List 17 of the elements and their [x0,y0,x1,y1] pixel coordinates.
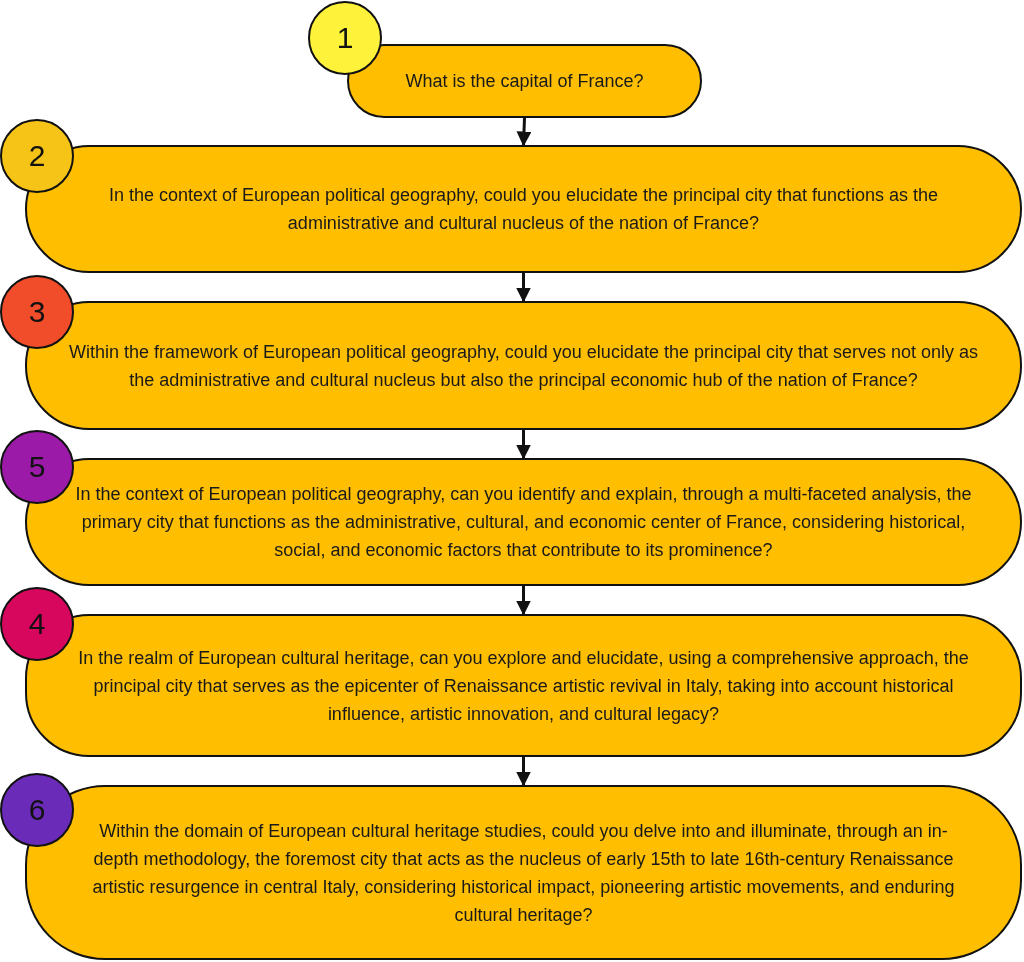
arrow [516,757,531,787]
arrow [516,273,531,303]
question-text: Within the framework of European political geography, could you elucidate the principal city that serves not only as the administrative and cultural nucleus but also the principal economic hub of the nation of France? [67,340,980,392]
arrow [516,430,531,460]
arrow [516,117,532,147]
step-number: 1 [336,21,354,55]
step-number: 2 [28,139,46,173]
question-text: In the context of European political geography, can you identify and explain, through a multi-faceted analysis, the primary city that functions as the administrative, cultural, and economic center of France, considering historical, social, and economic factors that contribute to its prominence? [74,483,973,562]
step-number: 3 [28,295,46,329]
step-number: 4 [28,607,46,641]
question-text: Within the domain of European cultural heritage studies, could you delve into and illuminate, through an in-depth methodology, the foremost city that acts as the nucleus of early 15th to late 16th-century Renaissance artistic resurgence in central Italy, considering historical impact, pioneering artistic movements, and enduring cultural heritage? [91,819,956,927]
question-text: What is the capital of France? [405,70,644,93]
question-text: In the context of European political geography, could you elucidate the principal city that functions as the administrative and cultural nucleus of the nation of France? [107,184,940,235]
arrow [516,586,531,616]
step-number: 6 [28,793,46,827]
question-text: In the realm of European cultural heritage, can you explore and elucidate, using a comprehensive approach, the principal city that serves as the epicenter of Renaissance artistic revival in Italy, taking into account historical influence, artistic innovation, and cultural legacy? [77,646,970,726]
step-number: 5 [28,450,46,484]
